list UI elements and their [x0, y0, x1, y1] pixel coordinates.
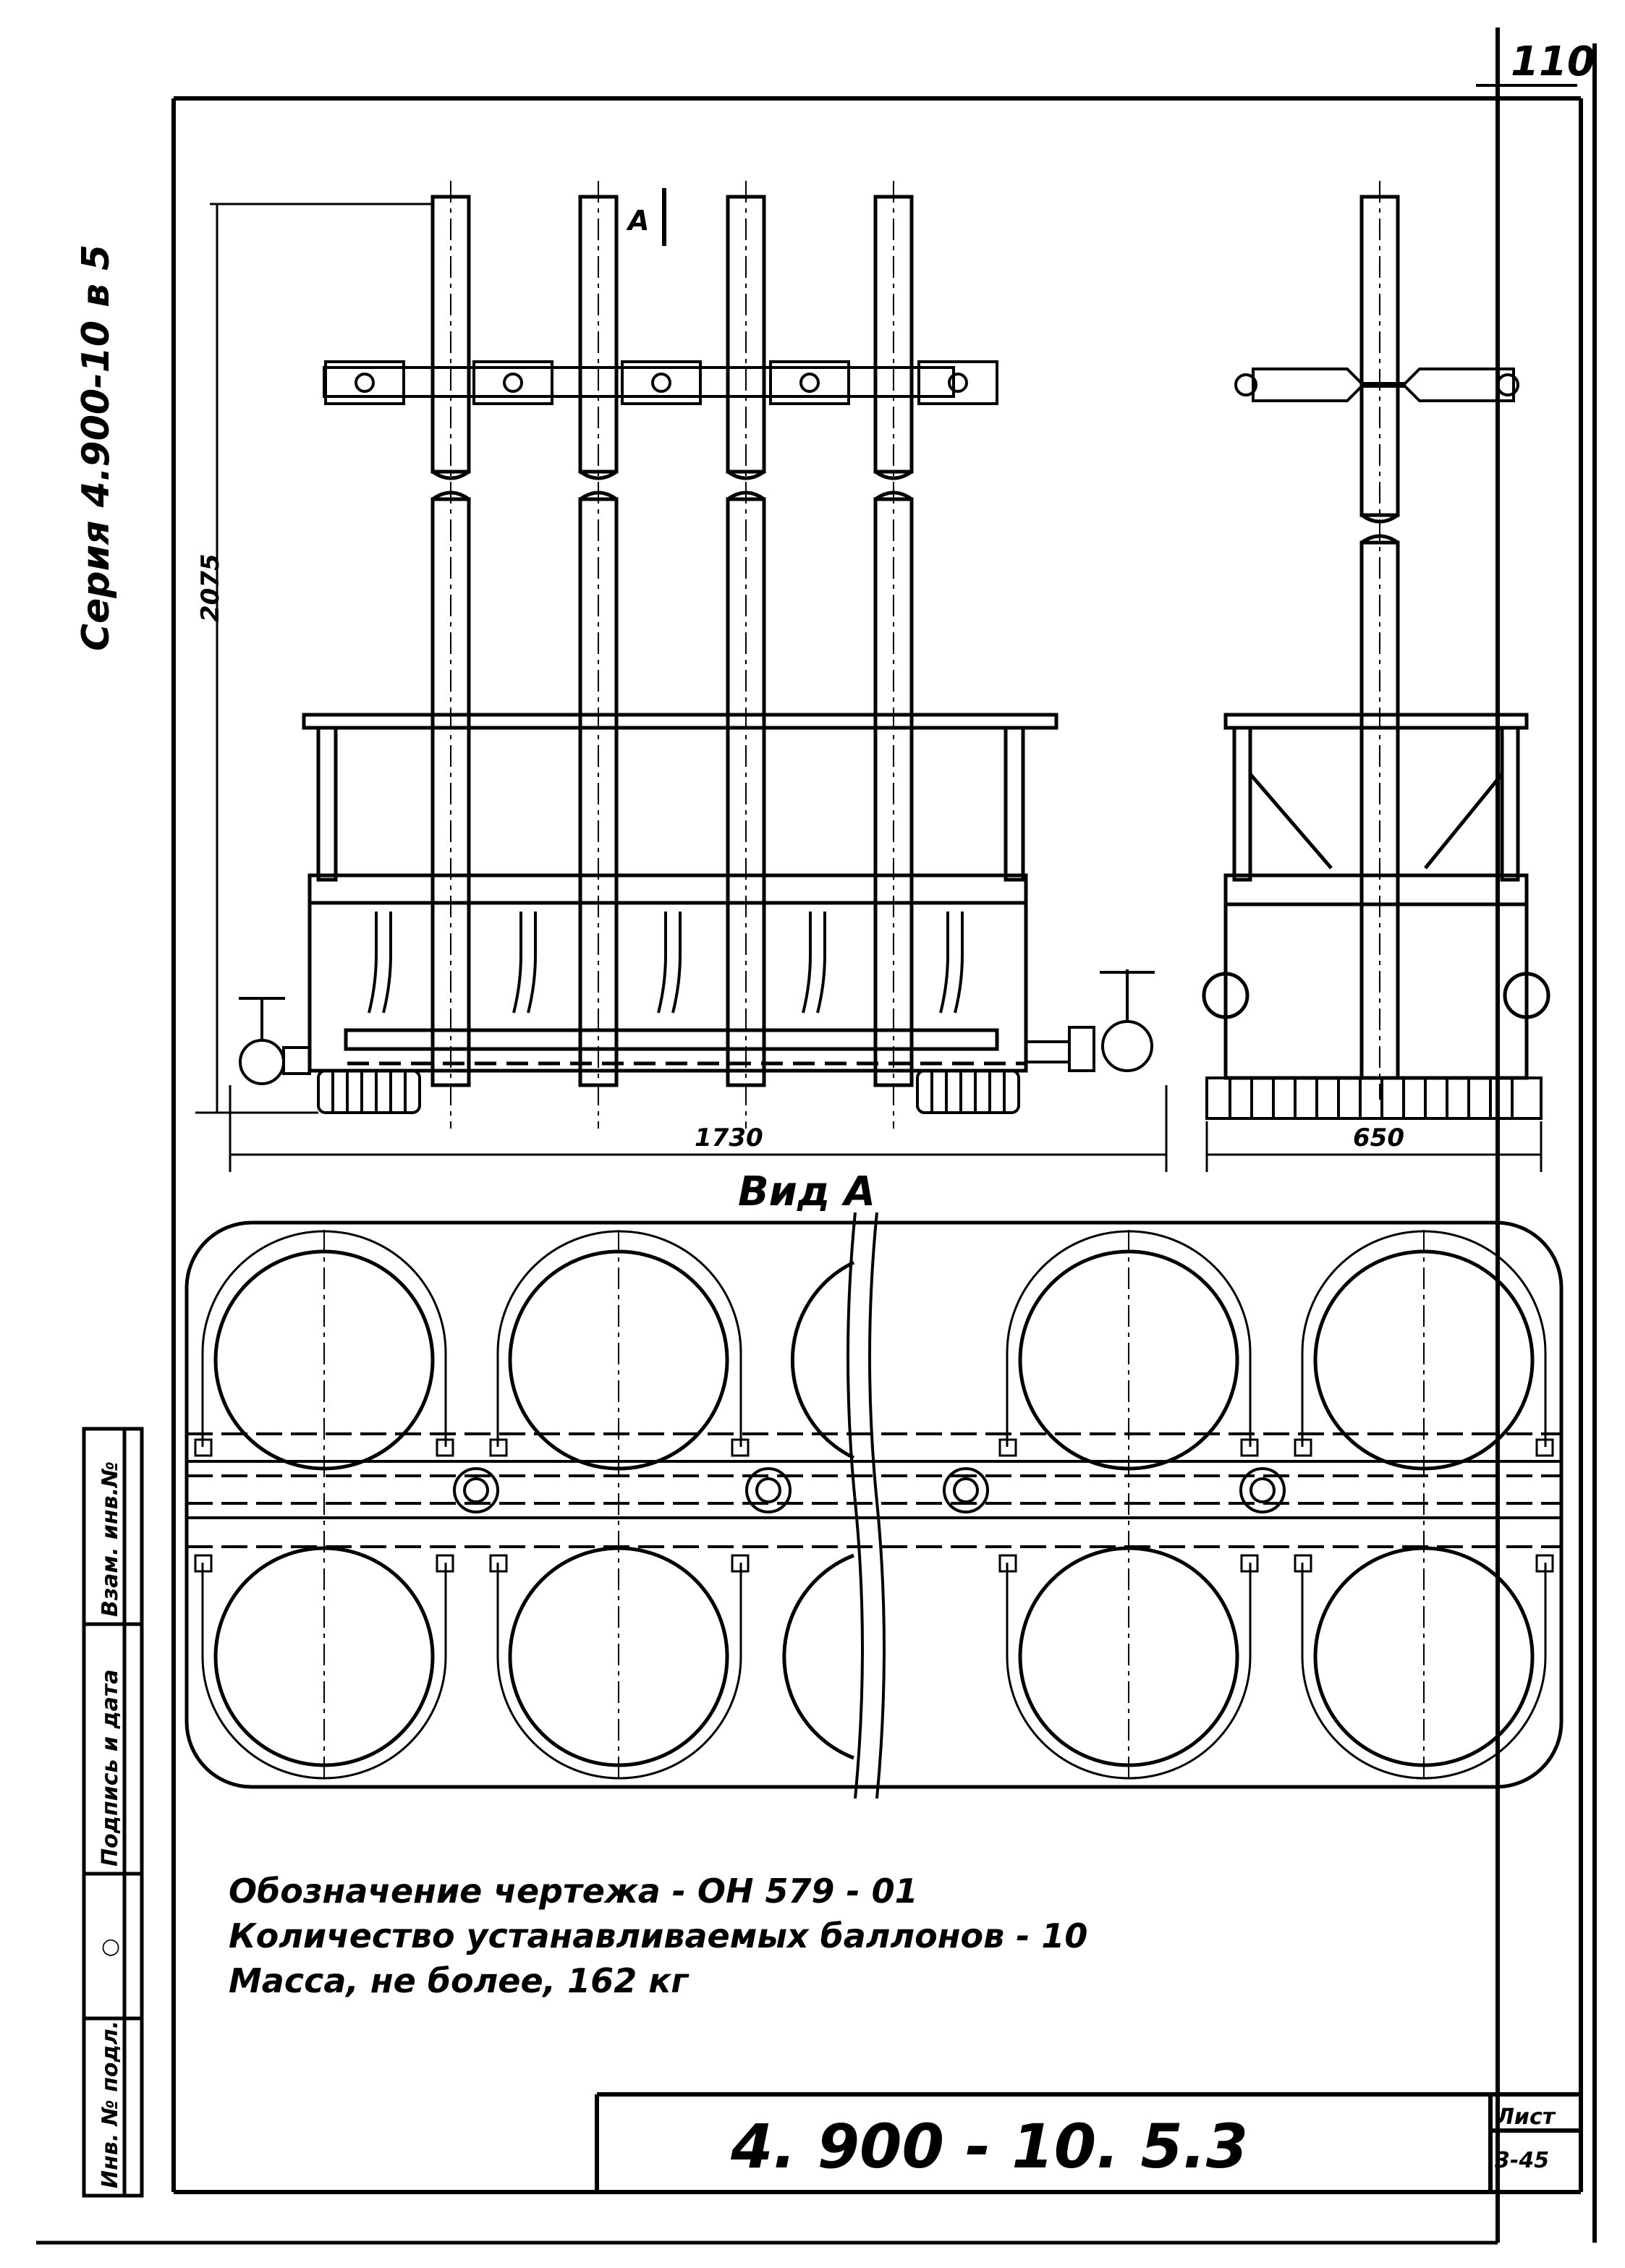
strap-clips: [194, 1438, 1554, 1573]
side-base: [1205, 1076, 1543, 1120]
height-dimension: [195, 203, 431, 1114]
stamp-strip: [82, 1427, 144, 2198]
front-view: [195, 181, 1168, 1172]
width-dim-label: 650: [1353, 1124, 1404, 1152]
valve-rings: [453, 1467, 1286, 1513]
side-clamps: [1234, 368, 1519, 402]
document-code: 4. 900 - 10. 5.3: [730, 2111, 1248, 2182]
length-dimension: [229, 1085, 1168, 1172]
width-dimension: [1205, 1121, 1543, 1172]
page-number: 110: [1511, 38, 1595, 85]
sheet-number: 3-45: [1495, 2148, 1549, 2173]
note-designation: Обозначение чертежа - ОН 579 - 01: [229, 1872, 918, 1911]
length-dim-label: 1730: [695, 1124, 763, 1152]
note-quantity: Количество устанавливаемых баллонов - 10: [229, 1916, 1087, 1955]
sheet-label: Лист: [1495, 2105, 1556, 2130]
plan-center-lines: [323, 1230, 1425, 1780]
cylinder-hooks: [368, 912, 964, 1014]
view-a-plan: [184, 1212, 1564, 1799]
stamp-inventory: Инв. № подл.: [98, 2021, 123, 2188]
cylinder-tops: [430, 195, 914, 1087]
plan-rails: [187, 1432, 1561, 1548]
guard-rail: [302, 713, 1058, 882]
stamp-signature: Подпись и дата: [98, 1670, 123, 1866]
inner-frame: [171, 96, 1583, 2194]
title-block-lines: [595, 2092, 1581, 2192]
stamp-mark: ○: [101, 1934, 120, 1959]
series-label: Серия 4.900-10 в 5: [75, 245, 118, 651]
bottom-row-cylinders: [213, 1546, 1535, 1767]
cylinder-center-lines: [450, 181, 894, 1129]
break-line: [847, 1212, 864, 1799]
stamp-replacement: Взам. инв.№: [98, 1461, 123, 1617]
height-dim-label: 2075: [196, 553, 225, 622]
side-view: [1202, 181, 1550, 1172]
outer-border: [36, 27, 1597, 2245]
top-row-cylinders: [213, 1249, 1535, 1471]
base-frame: [307, 873, 1028, 1073]
section-mark: А: [626, 205, 649, 237]
wheels: [317, 1069, 1020, 1114]
note-mass: Масса, не более, 162 кг: [229, 1961, 690, 2000]
view-title: Вид А: [738, 1168, 875, 1215]
valves: [239, 969, 1155, 1085]
clamp-bar: [323, 360, 998, 405]
